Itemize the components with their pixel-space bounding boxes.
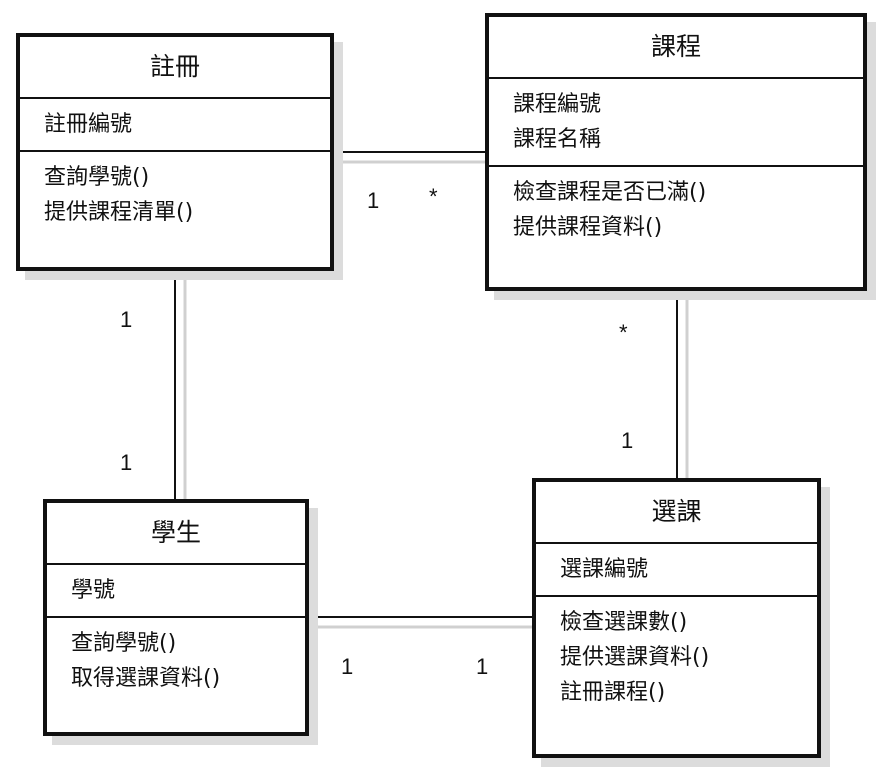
class-name: 選課	[536, 482, 817, 544]
class-name: 學生	[47, 503, 305, 565]
class-course: 課程 課程編號 課程名稱 檢查課程是否已滿() 提供課程資料()	[485, 13, 867, 291]
class-registration: 註冊 註冊編號 查詢學號() 提供課程清單()	[16, 33, 334, 271]
multiplicity-student-enrollment-source: 1	[341, 654, 354, 679]
multiplicity-registration-student-source: 1	[120, 307, 133, 332]
attributes-compartment: 選課編號	[536, 544, 817, 597]
operation: 提供課程資料()	[513, 215, 663, 240]
multiplicity-course-enrollment-source: *	[619, 320, 628, 345]
operations-compartment: 查詢學號() 取得選課資料()	[47, 618, 305, 704]
operation: 提供課程清單()	[44, 200, 194, 225]
multiplicity-registration-course-source: 1	[367, 188, 380, 213]
association-registration-student	[174, 270, 187, 500]
operation: 提供選課資料()	[560, 645, 710, 670]
attribute: 註冊編號	[44, 112, 133, 137]
attribute: 學號	[71, 578, 116, 603]
attributes-compartment: 課程編號 課程名稱	[489, 79, 863, 167]
class-name: 註冊	[20, 37, 330, 99]
operation: 檢查選課數()	[560, 610, 688, 635]
operation: 取得選課資料()	[71, 666, 221, 691]
attribute: 課程名稱	[513, 127, 602, 152]
multiplicity-student-enrollment-target: 1	[476, 654, 489, 679]
operations-compartment: 查詢學號() 提供課程清單()	[20, 152, 330, 238]
attributes-compartment: 註冊編號	[20, 99, 330, 152]
operation: 查詢學號()	[71, 631, 177, 656]
operations-compartment: 檢查選課數() 提供選課資料() 註冊課程()	[536, 597, 817, 718]
multiplicity-registration-course-target: *	[429, 184, 438, 209]
operation: 查詢學號()	[44, 165, 150, 190]
class-name: 課程	[489, 17, 863, 79]
class-student: 學生 學號 查詢學號() 取得選課資料()	[43, 499, 309, 736]
attributes-compartment: 學號	[47, 565, 305, 618]
association-course-enrollment	[676, 290, 689, 479]
operation: 註冊課程()	[560, 680, 666, 705]
association-registration-course	[333, 151, 486, 164]
operations-compartment: 檢查課程是否已滿() 提供課程資料()	[489, 167, 863, 253]
multiplicity-course-enrollment-target: 1	[621, 428, 634, 453]
class-enrollment: 選課 選課編號 檢查選課數() 提供選課資料() 註冊課程()	[532, 478, 821, 758]
multiplicity-registration-student-target: 1	[120, 450, 133, 475]
attribute: 選課編號	[560, 557, 649, 582]
operation: 檢查課程是否已滿()	[513, 180, 707, 205]
attribute: 課程編號	[513, 92, 602, 117]
association-student-enrollment	[308, 616, 533, 629]
